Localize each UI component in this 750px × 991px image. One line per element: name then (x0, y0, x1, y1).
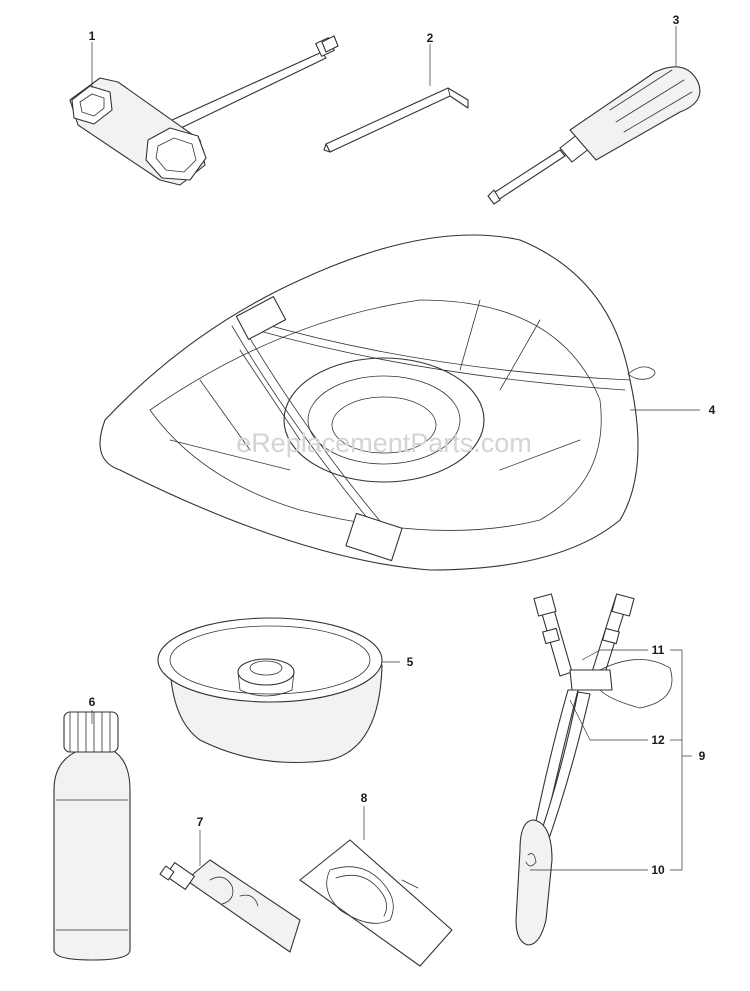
part-1-combination-wrench (69, 35, 339, 186)
callout-4: 4 (709, 403, 716, 417)
callout-11: 11 (652, 643, 665, 657)
callout-10: 10 (651, 863, 665, 877)
part-8-bag (299, 839, 453, 967)
callout-1: 1 (89, 29, 96, 43)
callout-3: 3 (673, 13, 680, 27)
callout-8: 8 (361, 791, 368, 805)
callout-7: 7 (197, 815, 204, 829)
leader-line-11a (581, 649, 601, 661)
callout-9: 9 (699, 749, 706, 763)
part-5-cup (157, 617, 383, 764)
callout-6: 6 (89, 695, 96, 709)
leader-line-12a (569, 699, 591, 741)
part-4-trimmer-guard (99, 234, 656, 571)
part-2-hex-key (323, 87, 469, 153)
callout-12: 12 (651, 733, 665, 747)
callout-2: 2 (427, 31, 434, 45)
part-3-screwdriver (487, 66, 701, 205)
callout-5: 5 (407, 655, 414, 669)
part-9-harness-assembly (515, 593, 673, 946)
part-6-oil-bottle (53, 711, 131, 961)
watermark-text: eReplacementParts.com (236, 428, 532, 458)
part-7-grease-tube (159, 859, 301, 953)
leader-bracket-9 (670, 649, 683, 871)
